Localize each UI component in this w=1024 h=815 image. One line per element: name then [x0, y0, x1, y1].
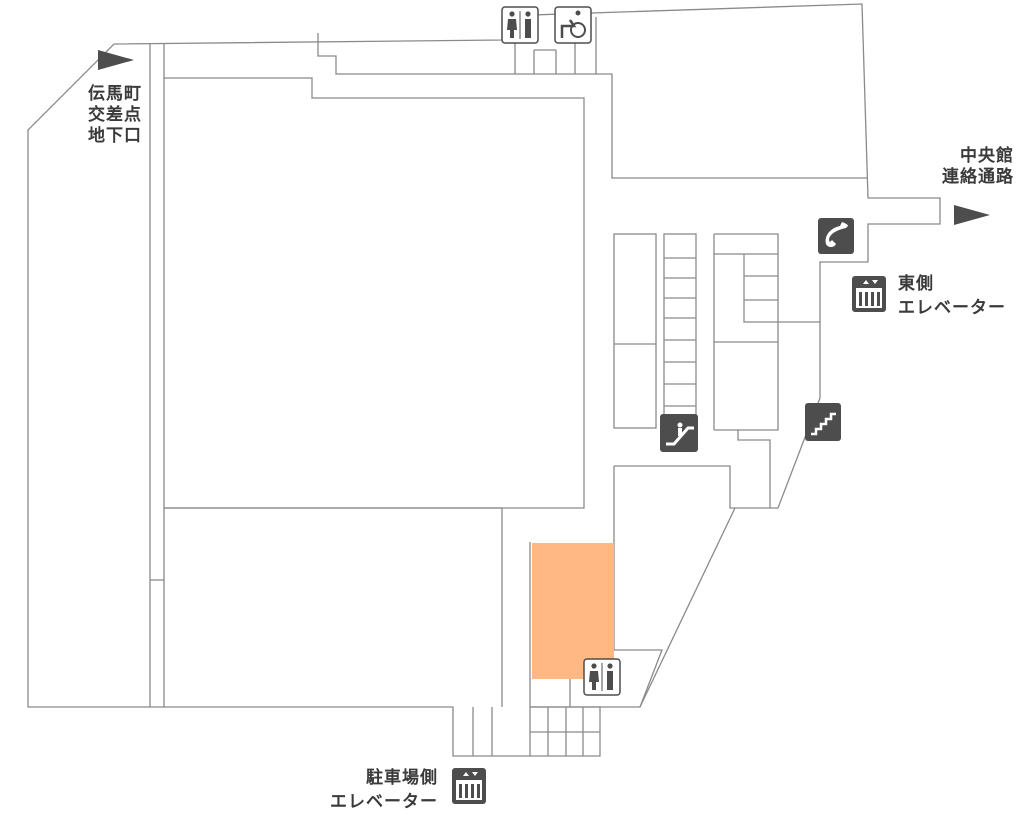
outer-wall	[27, 3, 941, 757]
label-line: エレベーター	[330, 792, 438, 812]
elevator-icon	[852, 276, 886, 312]
label-line: 地下口	[88, 126, 142, 146]
telephone-icon	[818, 218, 854, 254]
highlighted-store	[532, 543, 614, 679]
label-line: エレベーター	[898, 298, 1006, 318]
label-line: 中央館	[960, 146, 1014, 166]
parking-elevator-label: 駐車場側 エレベーター	[318, 768, 438, 813]
denmacho-exit-label: 伝馬町 交差点 地下口	[72, 84, 142, 147]
label-line: 駐車場側	[366, 768, 438, 788]
label-line: 連絡通路	[942, 167, 1014, 187]
elevator-icon	[452, 768, 486, 804]
east-elevator-label: 東側 エレベーター	[898, 274, 1018, 319]
label-line: 東側	[898, 274, 934, 294]
store-lower-left	[164, 507, 503, 707]
central-passage-label: 中央館 連絡通路	[900, 146, 1014, 188]
arrow-icon	[98, 50, 134, 70]
restroom-icon	[501, 6, 539, 44]
accessible-restroom-icon	[554, 6, 592, 44]
restroom-icon	[583, 658, 621, 696]
arrow-icon	[954, 205, 990, 225]
store-large	[164, 77, 585, 509]
escalator-icon	[660, 414, 698, 452]
label-line: 伝馬町	[88, 84, 142, 104]
stairs-icon	[805, 403, 841, 441]
label-line: 交差点	[88, 105, 142, 125]
